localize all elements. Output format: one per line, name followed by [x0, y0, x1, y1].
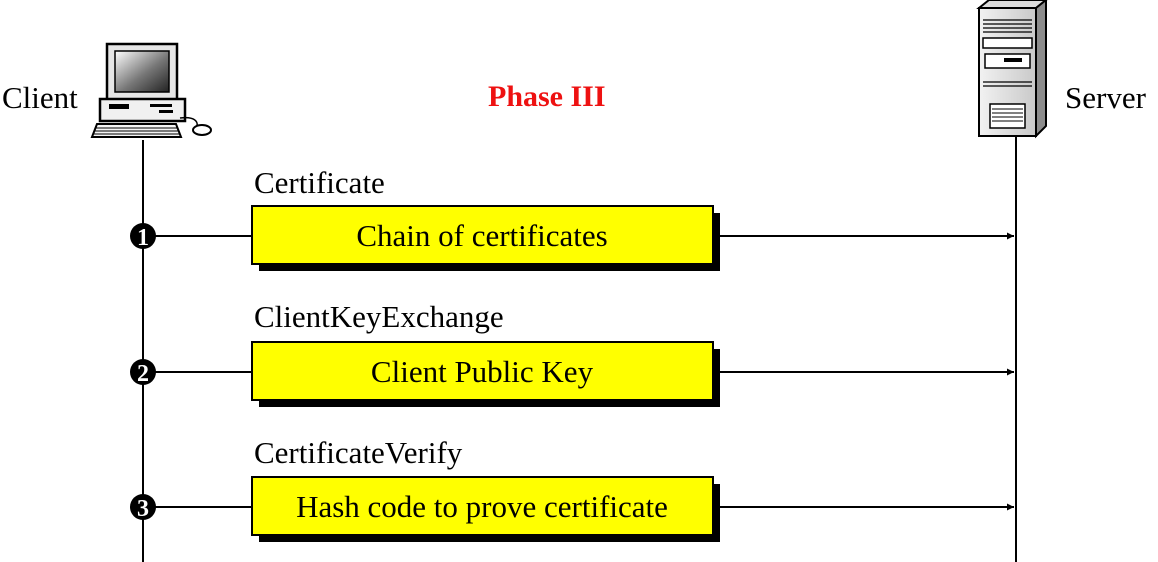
message-3-box: [251, 476, 714, 536]
message-3-name: CertificateVerify: [254, 435, 463, 470]
phase-title: Phase III: [488, 80, 606, 113]
step-1-badge: [130, 223, 156, 249]
message-3: 3 Hash code to prove certificate: [130, 476, 1014, 542]
step-3-badge: [130, 494, 156, 520]
step-3-number: 3: [137, 496, 149, 522]
message-3-content: Hash code to prove certificate: [296, 489, 668, 524]
client-label: Client: [2, 80, 78, 115]
server-label: Server: [1065, 80, 1146, 115]
step-2-number: 2: [137, 361, 149, 387]
message-1-name: Certificate: [254, 165, 385, 200]
message-2-content: Client Public Key: [371, 354, 594, 389]
client-computer-icon: [90, 42, 212, 138]
message-2: 2 Client Public Key: [130, 341, 1014, 407]
server-icon: [976, 0, 1048, 139]
message-1-content: Chain of certificates: [356, 218, 607, 253]
message-1: 1 Chain of certificates: [130, 205, 1014, 271]
message-2-name: ClientKeyExchange: [254, 299, 504, 334]
step-2-badge: [130, 359, 156, 385]
message-1-box: [251, 205, 714, 265]
message-2-box: [251, 341, 714, 401]
step-1-number: 1: [137, 225, 149, 251]
